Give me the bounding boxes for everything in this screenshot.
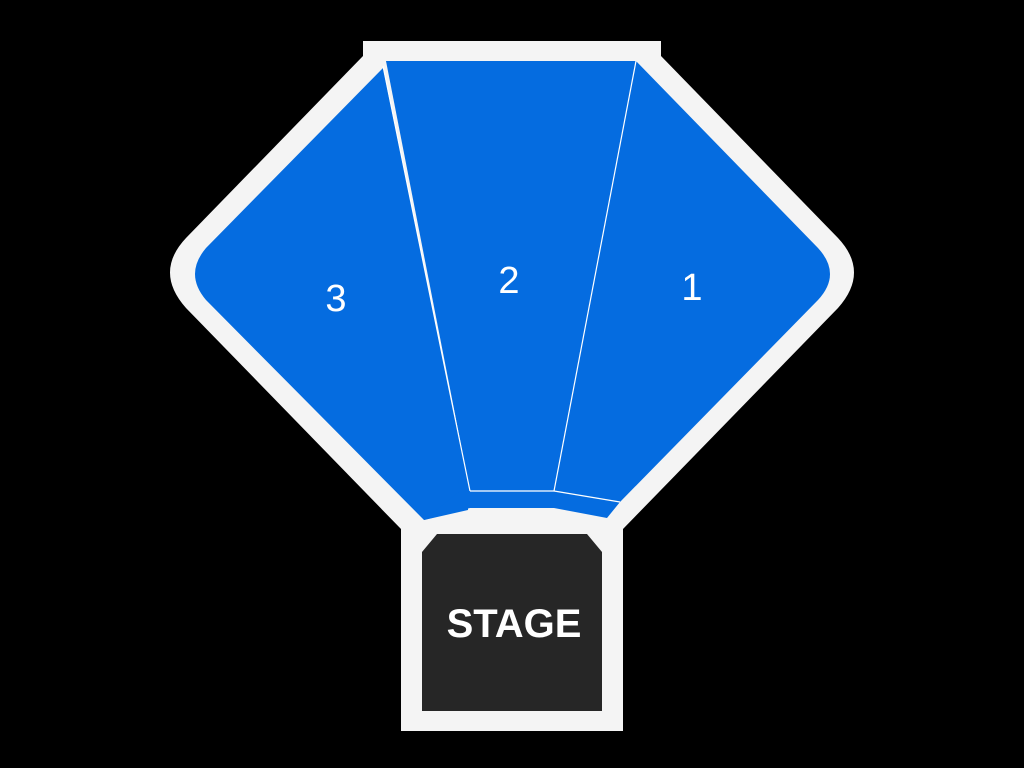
section-3-label: 3 [325,278,346,320]
section-3[interactable] [195,68,470,520]
section-1-label: 1 [681,267,702,309]
section-2-label: 2 [498,260,519,302]
section-1[interactable] [554,61,830,502]
section-2[interactable] [386,61,636,491]
stage [422,534,602,711]
section-dividers [382,60,637,503]
stage-label: STAGE [447,602,582,646]
front-row-band[interactable] [424,491,620,520]
